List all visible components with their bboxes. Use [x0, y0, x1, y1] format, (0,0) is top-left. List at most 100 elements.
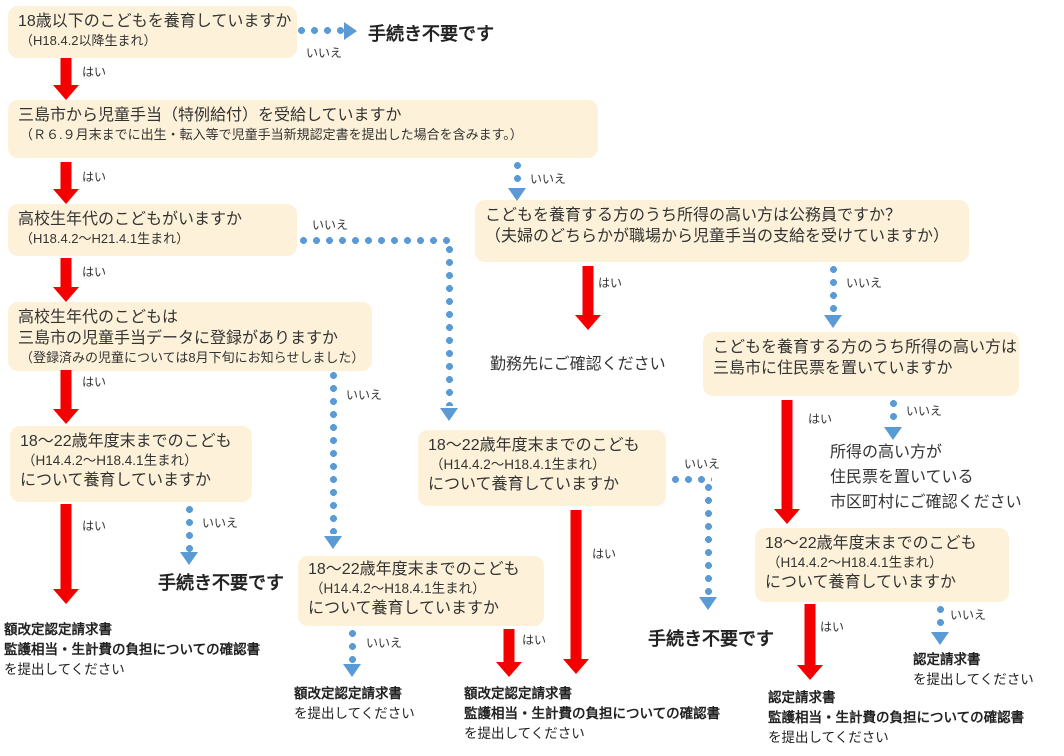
question-text2: について養育していますか	[20, 472, 212, 489]
arrow-head	[53, 287, 79, 302]
dotted-arrowhead	[440, 408, 458, 421]
red-arrow-yes-age18to22-right	[797, 604, 823, 680]
submit-note: を提出してください	[768, 730, 889, 745]
question-text: 18～22歳年度末までのこども	[428, 437, 640, 454]
question-subtext: （H14.4.2～H18.4.1生まれ）	[767, 555, 943, 570]
doc-amount-change: 額改定認定請求書	[4, 622, 112, 637]
question-subtext: （H14.4.2～H18.4.1生まれ）	[310, 581, 486, 596]
dotted-line-no-age18to22-middle-v	[705, 484, 712, 596]
result-docs-left: 額改定認定請求書 監護相当・生計費の負担についての確認書 を提出してください	[4, 620, 260, 680]
no-label: いいえ	[306, 46, 343, 60]
yes-label: はい	[820, 620, 845, 634]
dotted-line-no-age18	[298, 27, 344, 34]
question-box-age18to22-right: 18～22歳年度末までのこども （H14.4.2～H18.4.1生まれ） につい…	[755, 528, 1009, 602]
question-text2: について養育していますか	[428, 476, 620, 493]
arrow-shaft	[503, 629, 515, 663]
doc-amount-change: 額改定認定請求書	[294, 686, 402, 701]
arrow-head	[53, 189, 79, 204]
question-text2: について養育していますか	[308, 600, 500, 617]
dotted-line-no-registered	[330, 372, 337, 534]
no-label: いいえ	[366, 636, 403, 650]
question-text2: 三島市に住民票を置いていますか	[713, 360, 953, 377]
arrow-head	[774, 509, 800, 524]
dotted-line-no-highschool-v	[446, 246, 453, 406]
yes-label: はい	[82, 170, 107, 184]
question-box-highschool: 高校生年代のこどもがいますか （H18.4.2～H21.4.1生まれ）	[8, 204, 297, 256]
doc-claim: 認定請求書	[768, 690, 836, 705]
red-arrow-yes-age18to22-left	[53, 504, 79, 604]
doc-care-confirm: 監護相当・生計費の負担についての確認書	[464, 706, 721, 721]
question-subtext: （H18.4.2～H21.4.1生まれ）	[20, 231, 190, 246]
arrow-shaft	[60, 258, 72, 288]
no-label: いいえ	[684, 457, 721, 471]
no-label: いいえ	[846, 276, 883, 290]
result-docs-lower-no: 額改定認定請求書 を提出してください	[294, 684, 415, 724]
yes-label: はい	[82, 375, 107, 389]
doc-claim: 認定請求書	[913, 652, 981, 667]
dotted-line-no-highschool-h	[300, 237, 450, 244]
dotted-line-no-age18to22-middle-h	[672, 476, 712, 483]
arrow-head	[797, 665, 823, 680]
dotted-line-no-receiving	[514, 162, 521, 188]
question-text2: 三島市の児童手当データに登録がありますか	[18, 330, 339, 347]
question-box-age18to22-left: 18～22歳年度末までのこども （H14.4.2～H18.4.1生まれ） につい…	[10, 426, 252, 502]
red-arrow-yes-highschool	[53, 258, 79, 302]
red-arrow-yes-age18to22-middle	[563, 510, 589, 674]
arrow-shaft	[60, 58, 72, 86]
yes-label: はい	[522, 633, 547, 647]
question-text: 三島市から児童手当（特例給付）を受給していますか	[18, 107, 402, 124]
yes-label: はい	[808, 412, 833, 426]
question-box-age18to22-lower: 18～22歳年度末までのこども （H14.4.2～H18.4.1生まれ） につい…	[298, 556, 544, 626]
red-arrow-yes-receiving	[53, 162, 79, 204]
dotted-arrowhead	[180, 552, 198, 565]
dotted-arrowhead	[824, 315, 842, 328]
result-docs-middle: 額改定認定請求書 監護相当・生計費の負担についての確認書 を提出してください	[464, 684, 720, 744]
arrow-head	[563, 659, 589, 674]
question-text: 18～22歳年度末までのこども	[20, 433, 232, 450]
dotted-arrowhead	[343, 664, 361, 677]
no-label: いいえ	[202, 516, 239, 530]
dotted-arrowhead	[699, 597, 717, 610]
question-text: こどもを養育する方のうち所得の高い方は公務員ですか？	[485, 207, 902, 224]
question-box-receiving-allowance: 三島市から児童手当（特例給付）を受給していますか （Ｒ６.９月末までに出生・転入…	[8, 100, 598, 158]
result-no-procedure-top: 手続き不要です	[368, 24, 494, 44]
question-subtext: （H14.4.2～H18.4.1生まれ）	[22, 453, 198, 468]
question-text: 18歳以下のこどもを養育していますか	[18, 13, 292, 30]
submit-note: を提出してください	[4, 662, 125, 677]
result-docs-far-right: 認定請求書 を提出してください	[913, 650, 1034, 690]
dotted-line-no-age18to22-left	[186, 506, 193, 552]
doc-care-confirm: 監護相当・生計費の負担についての確認書	[768, 710, 1025, 725]
arrow-shaft	[570, 510, 582, 660]
submit-note: を提出してください	[464, 726, 585, 741]
doc-amount-change: 額改定認定請求書	[464, 686, 572, 701]
yes-label: はい	[82, 65, 107, 79]
doc-care-confirm: 監護相当・生計費の負担についての確認書	[4, 642, 261, 657]
dotted-line-no-civil-servant	[830, 266, 837, 315]
dotted-line-no-age18to22-right	[937, 606, 944, 632]
arrow-shaft	[781, 400, 793, 510]
dotted-arrowhead	[884, 427, 902, 440]
question-text: こどもを養育する方のうち所得の高い方は	[713, 339, 1018, 356]
no-label: いいえ	[906, 404, 943, 418]
arrow-shaft	[60, 370, 72, 410]
question-text: 18～22歳年度末までのこども	[765, 535, 977, 552]
question-box-data-registered: 高校生年代のこどもは 三島市の児童手当データに登録がありますか （登録済みの児童…	[8, 302, 372, 371]
result-check-employer: 勤務先にご確認ください	[490, 356, 666, 373]
result-check-city: 所得の高い方が 住民票を置いている 市区町村にご確認ください	[830, 440, 1022, 515]
dotted-arrowhead	[931, 632, 949, 645]
arrow-shaft	[582, 266, 594, 316]
question-box-age18to22-middle: 18～22歳年度末までのこども （H14.4.2～H18.4.1生まれ） につい…	[418, 430, 666, 506]
arrow-shaft	[804, 604, 816, 666]
arrow-shaft	[60, 162, 72, 190]
result-docs-right: 認定請求書 監護相当・生計費の負担についての確認書 を提出してください	[768, 688, 1024, 748]
result-check-city-line3: 市区町村にご確認ください	[830, 494, 1022, 511]
question-subtext: （H18.4.2以降生まれ）	[20, 33, 157, 48]
question-subtext: （夫婦のどちらかが職場から児童手当の支給を受けていますか）	[485, 228, 950, 245]
arrow-shaft	[60, 504, 72, 590]
question-text: 高校生年代のこどもがいますか	[18, 211, 243, 228]
arrow-head	[53, 85, 79, 100]
yes-label: はい	[82, 519, 107, 533]
dotted-arrowhead	[508, 188, 526, 201]
dotted-arrowhead	[344, 22, 357, 40]
